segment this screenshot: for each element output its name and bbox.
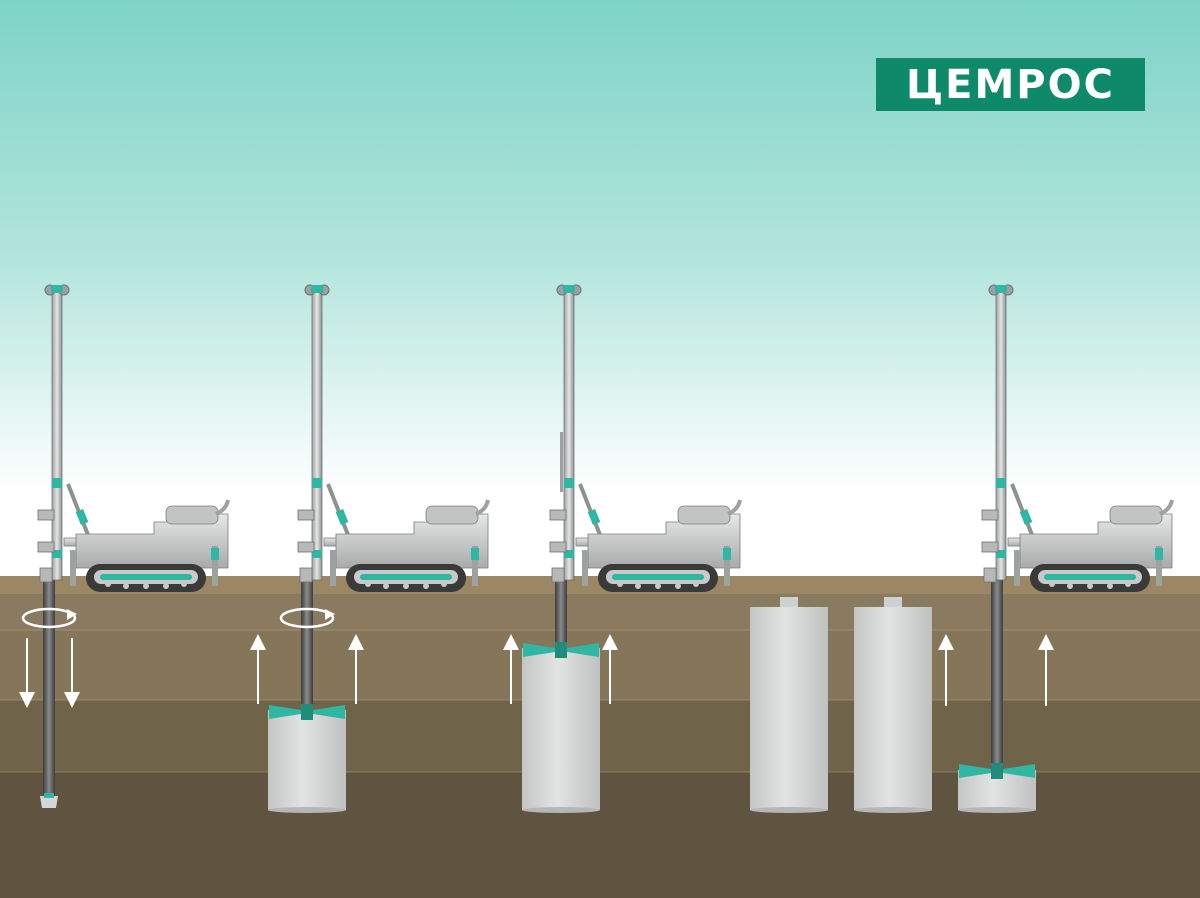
soil-cement-column xyxy=(854,607,932,810)
drill-rod xyxy=(991,580,1003,770)
drill-rod xyxy=(43,580,55,802)
drill-rod xyxy=(555,580,567,648)
stage-1-drilling xyxy=(19,283,230,808)
brand-logo: ЦЕМРОС xyxy=(876,58,1145,111)
drill-bit xyxy=(40,796,58,808)
soil-cement-column xyxy=(268,710,346,810)
stage-4-completed-columns xyxy=(750,597,932,813)
stage-3-lifting xyxy=(503,283,742,813)
stage-2-jetting xyxy=(250,283,490,813)
soil-cement-column xyxy=(522,648,600,810)
stage-5-next-column xyxy=(938,283,1174,813)
brand-logo-text: ЦЕМРОС xyxy=(906,61,1115,108)
soil-cement-column xyxy=(750,607,828,810)
drill-rod xyxy=(301,580,313,710)
